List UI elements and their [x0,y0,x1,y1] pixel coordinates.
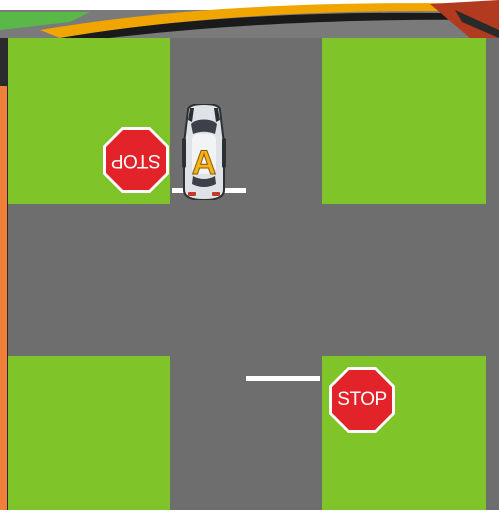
stop-sign-top: STOP [102,126,170,194]
stop-line-bottom [246,376,320,381]
grass-bottom-left [8,356,170,510]
right-edge-road [486,38,499,510]
stop-sign-label: STOP [328,366,396,434]
left-edge-stripe [0,38,8,510]
car-label: A [178,146,230,180]
car-a[interactable]: A [178,104,230,200]
stop-sign-bottom: STOP [328,366,396,434]
horizontal-road [8,204,499,356]
stop-sign-label: STOP [102,126,170,194]
top-banner-strip [0,0,499,38]
grass-top-right [322,38,499,204]
banner-swoosh-graphic [0,0,499,38]
intersection-board: STOP STOP A [8,38,499,510]
